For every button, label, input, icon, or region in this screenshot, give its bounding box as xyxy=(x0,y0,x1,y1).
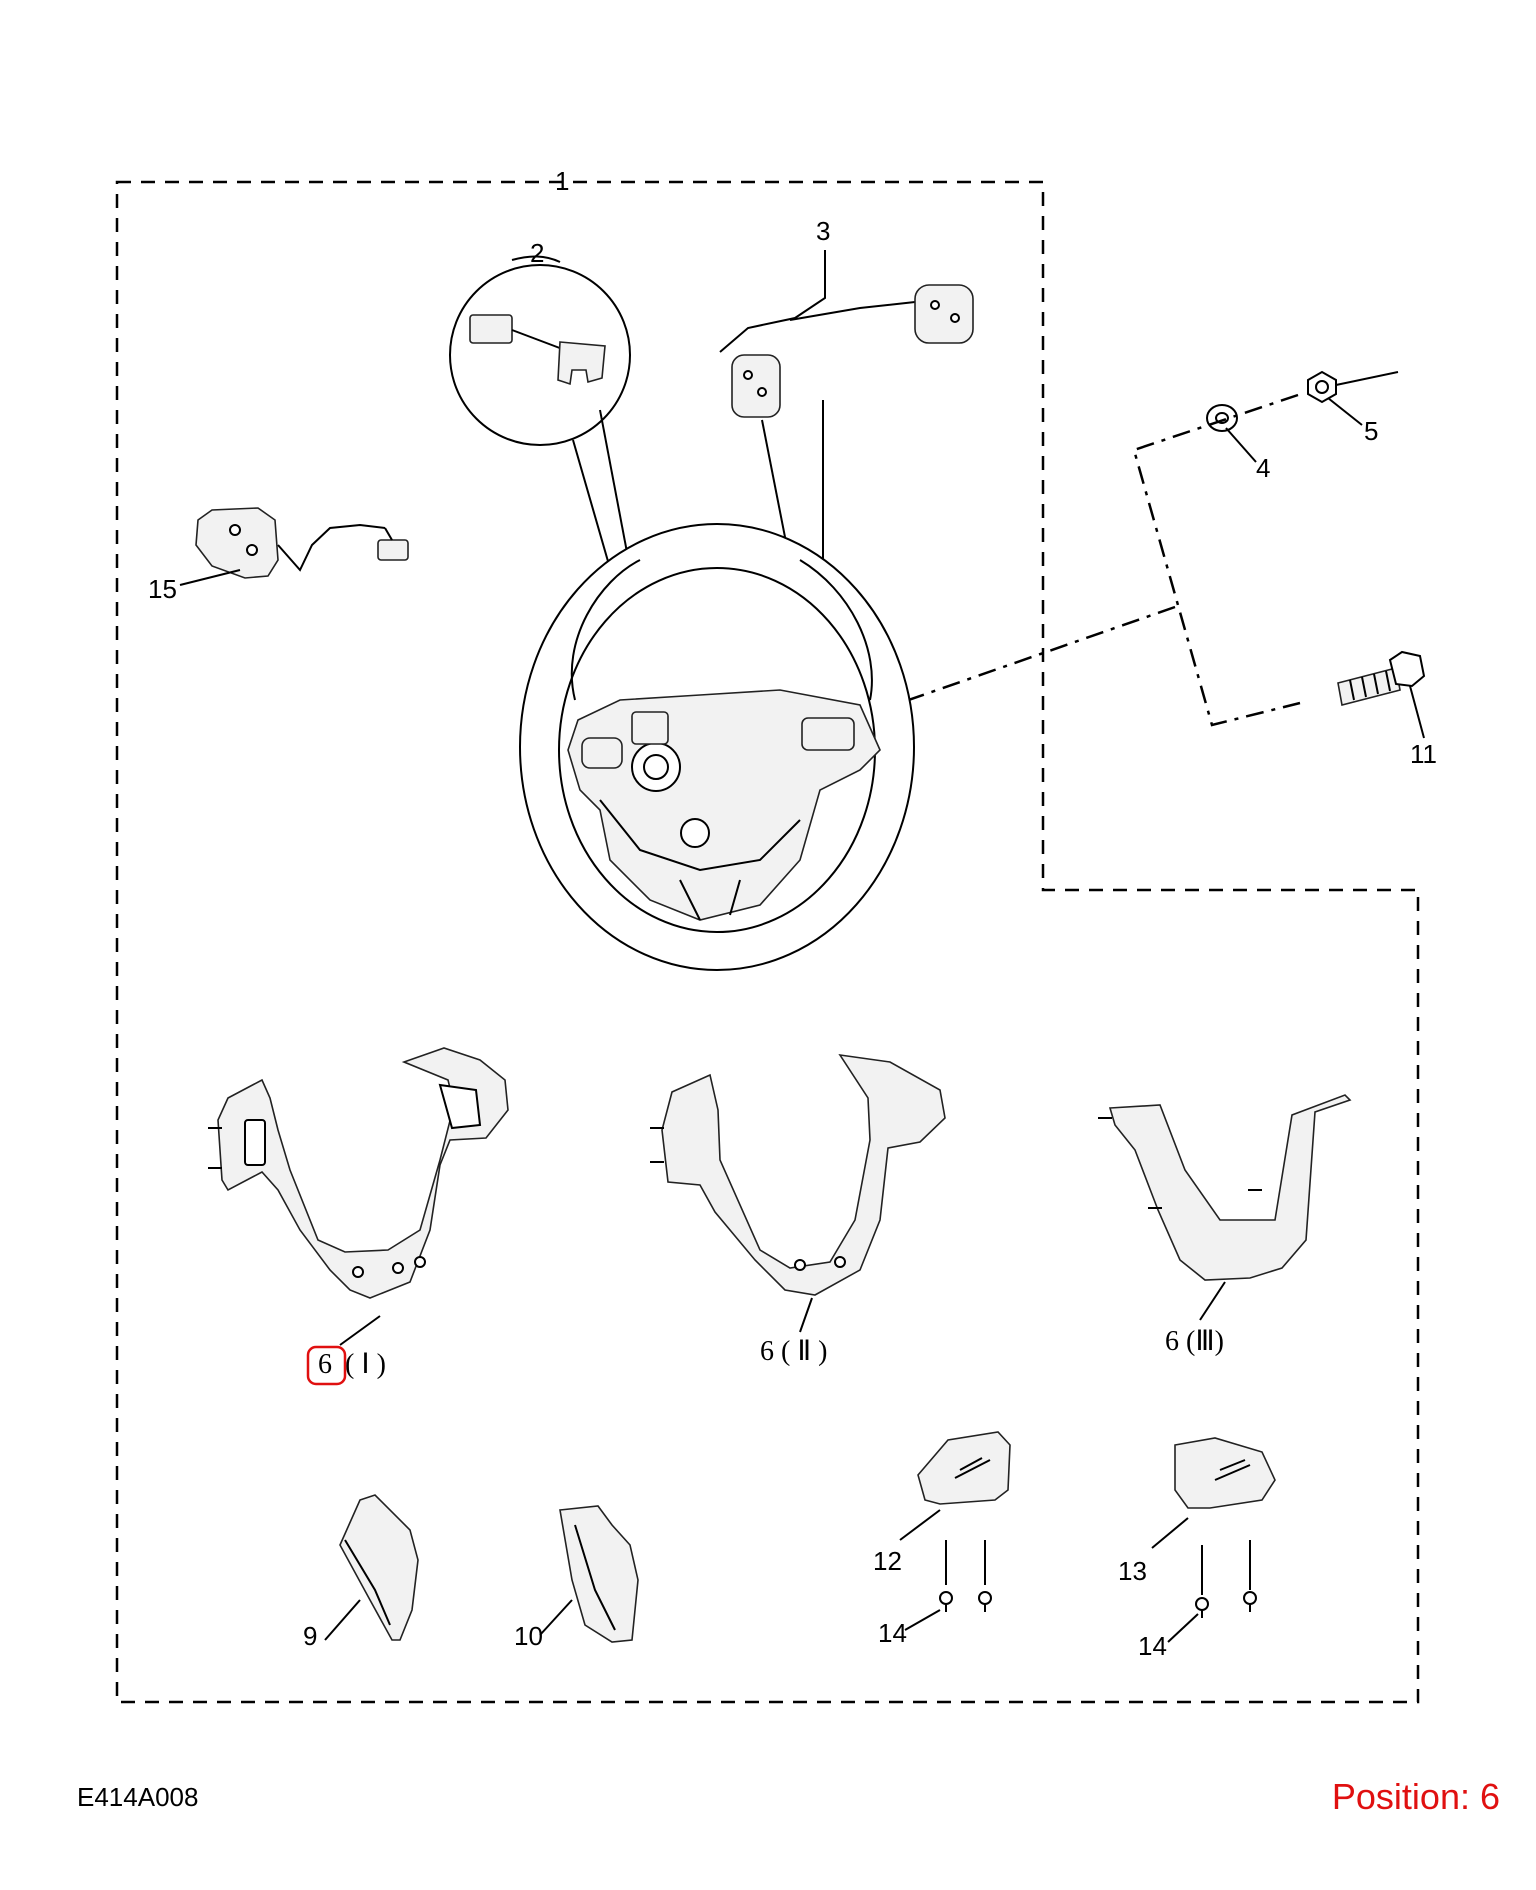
assembly-outline xyxy=(115,180,1420,1704)
part-11-bolt[interactable] xyxy=(1337,650,1426,739)
leader-2 xyxy=(511,255,561,263)
part-6-variant-3-cover[interactable] xyxy=(1098,1094,1352,1321)
callout-1[interactable]: 1 xyxy=(555,166,569,196)
part-5-nut[interactable] xyxy=(1307,370,1337,404)
callout-11[interactable]: 11 xyxy=(1410,739,1437,769)
callout-12[interactable]: 12 xyxy=(873,1546,902,1576)
diagram-code: E414A008 xyxy=(77,1782,199,1812)
callout-4[interactable]: 4 xyxy=(1256,453,1270,483)
callout-14-a[interactable]: 14 xyxy=(878,1618,907,1648)
callout-2[interactable]: 2 xyxy=(530,238,544,268)
part-10-trim-piece[interactable] xyxy=(539,1505,639,1643)
callout-3[interactable]: 3 xyxy=(816,216,830,246)
callout-6-variant-3[interactable]: 6 (Ⅲ) xyxy=(1165,1326,1224,1357)
part-6-variant-2-cover[interactable] xyxy=(650,1053,946,1333)
part-6-variant-1-cover[interactable] xyxy=(208,1047,509,1346)
callout-15[interactable]: 15 xyxy=(148,574,177,604)
part-15-switch[interactable] xyxy=(195,507,409,579)
part-13-switch[interactable] xyxy=(1151,1437,1276,1595)
leader-4 xyxy=(1225,427,1257,463)
callout-6-variant-2[interactable]: 6 ( Ⅱ ) xyxy=(760,1336,827,1367)
callout-14-b[interactable]: 14 xyxy=(1138,1631,1167,1661)
callout-6-variant-1-suffix: ( Ⅰ ) xyxy=(345,1349,386,1380)
part-14-screws[interactable] xyxy=(904,1591,1257,1643)
callout-6-variant-1[interactable]: 6 xyxy=(318,1349,332,1380)
callout-9[interactable]: 9 xyxy=(303,1621,317,1651)
leader-15 xyxy=(179,569,241,586)
part-9-trim-piece[interactable] xyxy=(324,1494,419,1641)
callout-5[interactable]: 5 xyxy=(1364,416,1378,446)
leader-5 xyxy=(1327,397,1363,426)
selected-position-highlight xyxy=(306,1345,347,1386)
leader-5a xyxy=(1335,371,1399,386)
part-12-switch[interactable] xyxy=(899,1431,1011,1585)
part-2-connector-detail[interactable] xyxy=(449,264,656,701)
position-indicator: Position: 6 xyxy=(1331,1776,1500,1817)
part-4-washer[interactable] xyxy=(1206,404,1238,432)
callout-13[interactable]: 13 xyxy=(1118,1556,1147,1586)
callout-10[interactable]: 10 xyxy=(514,1621,543,1651)
steering-wheel[interactable] xyxy=(519,523,915,971)
